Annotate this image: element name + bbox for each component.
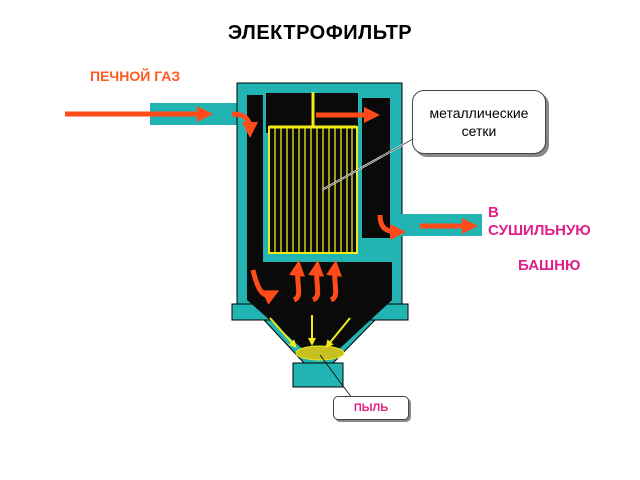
mesh-callout-pointer-outline — [321, 134, 421, 191]
dust-fall-arrows — [269, 315, 351, 349]
outlet-label-line3: БАШНЮ — [518, 257, 581, 274]
dust-pile — [295, 345, 345, 361]
gas-flow-arrows — [65, 105, 479, 305]
outlet-label: В СУШИЛЬНУЮ — [488, 204, 591, 240]
metal-mesh — [268, 92, 358, 254]
dust-callout-pointer — [319, 354, 353, 399]
outlet-label-line1: В — [488, 204, 499, 221]
diagram-title: ЭЛЕКТРОФИЛЬТР — [227, 22, 413, 44]
dust-callout: ПЫЛЬ — [333, 396, 409, 420]
inlet-gas-label: ПЕЧНОЙ ГАЗ — [90, 68, 181, 84]
mesh-callout: металлические сетки — [412, 90, 546, 154]
outlet-label-line2: СУШИЛЬНУЮ — [488, 222, 591, 239]
